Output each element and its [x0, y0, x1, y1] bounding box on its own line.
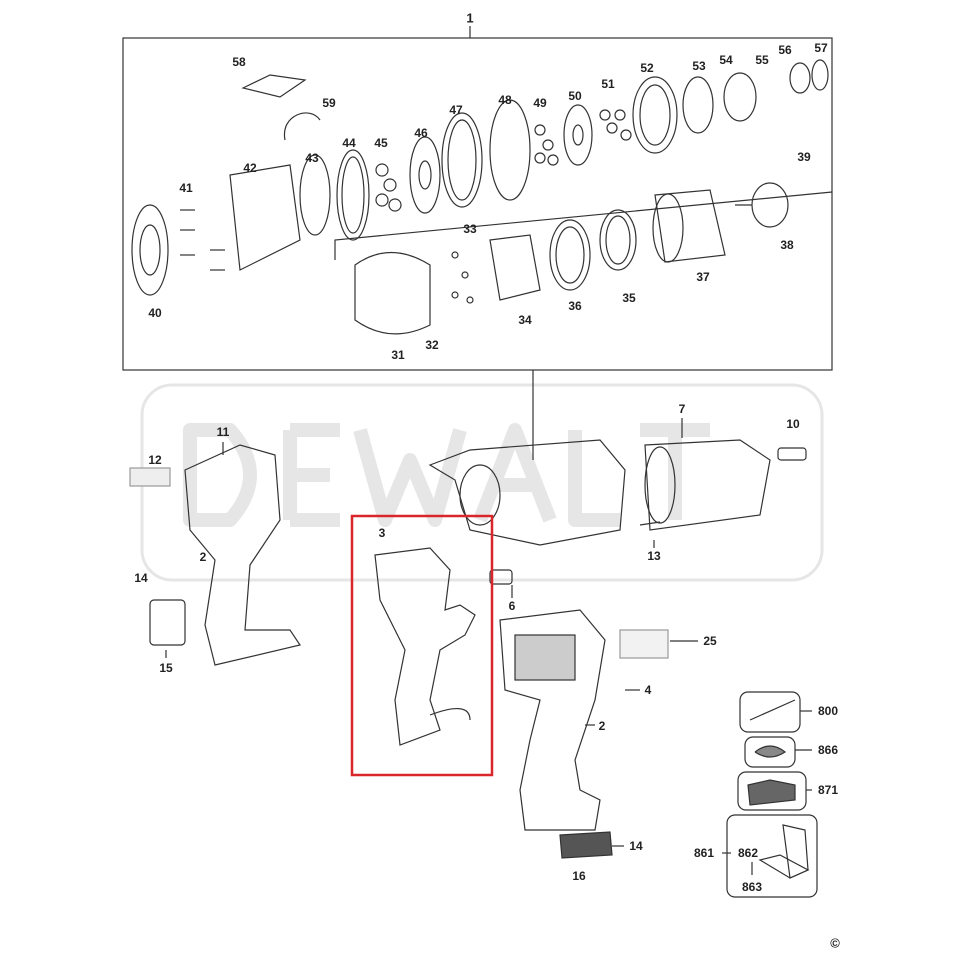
part-label[interactable]: 3	[378, 526, 386, 540]
copyright-mark: ©	[830, 935, 840, 951]
part-label[interactable]: 40	[148, 306, 162, 320]
part-label[interactable]: 4	[644, 683, 652, 697]
gearbox-frame	[122, 37, 833, 371]
part-label[interactable]: 25	[703, 634, 717, 648]
part-label[interactable]: 43	[305, 151, 319, 165]
part-label[interactable]: 36	[568, 299, 582, 313]
part-label[interactable]: 32	[425, 338, 439, 352]
part-label[interactable]: 16	[572, 869, 586, 883]
part-label[interactable]: 861	[693, 846, 715, 860]
part-label[interactable]: 58	[232, 55, 246, 69]
part-label[interactable]: 2	[598, 719, 606, 733]
part-label[interactable]: 862	[737, 846, 759, 860]
part-label[interactable]: 49	[533, 96, 547, 110]
part-label[interactable]: 41	[179, 181, 193, 195]
part-label[interactable]: 15	[159, 661, 173, 675]
part-label[interactable]: 50	[568, 89, 582, 103]
part-label[interactable]: 55	[755, 53, 769, 67]
part-label[interactable]: 54	[719, 53, 733, 67]
part-label[interactable]: 51	[601, 77, 615, 91]
part-label[interactable]: 57	[814, 41, 828, 55]
part-label[interactable]: 2	[199, 550, 207, 564]
part-label[interactable]: 14	[629, 839, 643, 853]
part-label[interactable]: 13	[647, 549, 661, 563]
part-label[interactable]: 59	[322, 96, 336, 110]
part-label[interactable]: 45	[374, 136, 388, 150]
part-label[interactable]: 39	[797, 150, 811, 164]
part-label[interactable]: 56	[778, 43, 792, 57]
part-label[interactable]: 44	[342, 136, 356, 150]
part-label[interactable]: 1	[466, 10, 474, 26]
part-label[interactable]: 12	[148, 453, 162, 467]
part-label[interactable]: 6	[508, 599, 516, 613]
part-label[interactable]: 53	[692, 59, 706, 73]
part-label[interactable]: 866	[817, 743, 839, 757]
part-label[interactable]: 52	[640, 61, 654, 75]
part-label[interactable]: 863	[741, 880, 763, 894]
part-label[interactable]: 46	[414, 126, 428, 140]
part-label[interactable]: 37	[696, 270, 710, 284]
part-label[interactable]: 48	[498, 93, 512, 107]
watermark-logo	[140, 383, 824, 582]
part-label[interactable]: 871	[817, 783, 839, 797]
part-label[interactable]: 14	[134, 571, 148, 585]
part-label[interactable]: 35	[622, 291, 636, 305]
part-label[interactable]: 38	[780, 238, 794, 252]
highlight-box-part-3	[350, 514, 494, 777]
part-label[interactable]: 7	[678, 402, 686, 416]
part-label[interactable]: 42	[243, 161, 257, 175]
part-label[interactable]: 11	[216, 425, 230, 439]
drill-body-parts	[129, 418, 818, 898]
part-label[interactable]: 34	[518, 313, 532, 327]
part-label[interactable]: 31	[391, 348, 405, 362]
part-label[interactable]: 800	[817, 704, 839, 718]
gearbox-parts	[131, 59, 829, 335]
part-label[interactable]: 33	[463, 222, 477, 236]
part-label[interactable]: 47	[449, 103, 463, 117]
part-label[interactable]: 10	[786, 417, 800, 431]
